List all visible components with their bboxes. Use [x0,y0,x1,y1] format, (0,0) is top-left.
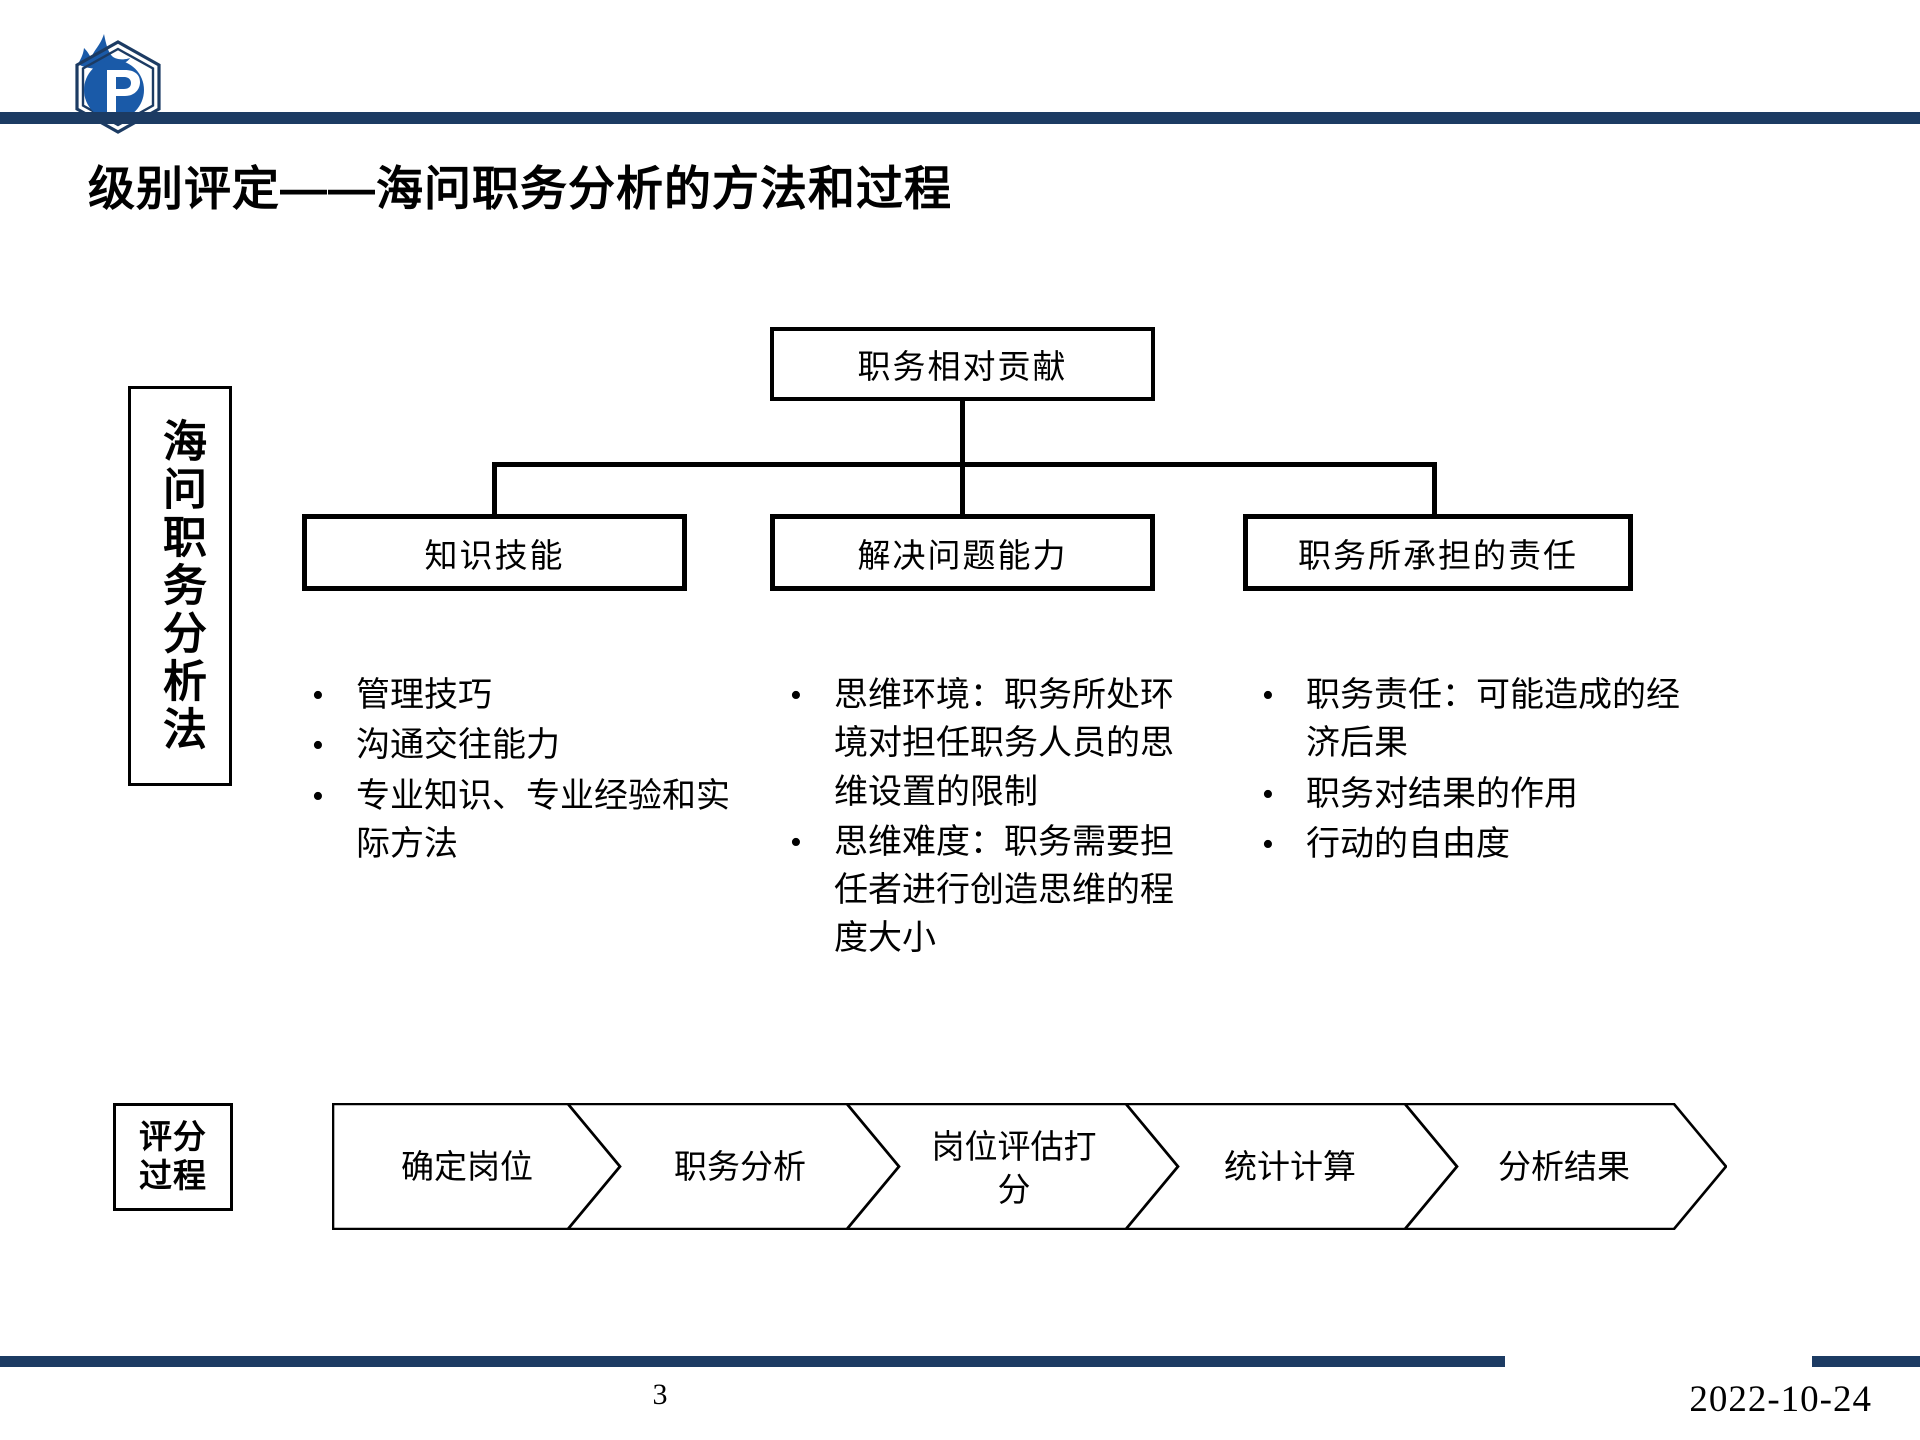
process-chevron-flow: 确定岗位 职务分析 岗位评估打 分 统计计算 分析结果 [332,1103,1727,1230]
footer-divider-rule-right [1812,1356,1920,1367]
bullet-column-knowledge: • 管理技巧 • 沟通交往能力 • 专业知识、专业经验和实际方法 [312,672,732,871]
tree-node-responsibility: 职务所承担的责任 [1243,514,1633,591]
bullet-dot-icon: • [790,677,802,714]
tree-node-problem-solving: 解决问题能力 [770,514,1155,591]
list-item: • 沟通交往能力 [312,722,732,770]
list-item: • 行动的自由度 [1262,821,1682,869]
connector-vertical-left [492,462,497,515]
chevron-step-3-label-line1: 岗位评估打 [932,1129,1097,1166]
connector-vertical-middle [960,462,965,515]
bullet-dot-icon: • [312,677,324,714]
footer-divider-rule-left [0,1356,1505,1367]
list-item: • 职务责任：可能造成的经济后果 [1262,672,1682,769]
bullet-dot-icon: • [312,777,324,815]
header-divider-rule [0,112,1920,124]
scoring-process-label-line2: 过程 [139,1157,207,1194]
footer-date: 2022-10-24 [1689,1379,1872,1420]
chevron-step-5-label: 分析结果 [1498,1149,1630,1186]
company-logo-icon [58,28,178,144]
list-item: • 职务对结果的作用 [1262,771,1682,819]
chevron-step-3-label-line2: 分 [998,1173,1031,1209]
list-item: • 思维环境：职务所处环境对担任职务人员的思维设置的限制 [790,672,1190,817]
method-side-label: 海问职务分析法 [128,386,232,786]
bullet-dot-icon: • [312,727,324,765]
list-item: • 专业知识、专业经验和实际方法 [312,773,732,870]
bullet-dot-icon: • [1262,775,1274,813]
bullet-dot-icon: • [1262,825,1274,863]
method-side-label-text: 海问职务分析法 [156,418,205,754]
bullet-dot-icon: • [1262,677,1274,714]
chevron-step-5 [1402,1103,1727,1230]
tree-node-knowledge-skills: 知识技能 [302,514,687,591]
chevron-step-4-label: 统计计算 [1224,1149,1356,1186]
connector-vertical-top [960,401,965,464]
list-item: • 管理技巧 [312,672,732,720]
scoring-process-label: 评分 过程 [113,1103,233,1211]
chevron-step-3 [844,1103,1180,1230]
list-item: • 思维难度：职务需要担任者进行创造思维的程度大小 [790,819,1190,964]
chevron-step-1-label: 确定岗位 [401,1149,533,1186]
bullet-column-responsibility: • 职务责任：可能造成的经济后果 • 职务对结果的作用 • 行动的自由度 [1262,672,1682,871]
page-title: 级别评定——海问职务分析的方法和过程 [88,162,952,215]
scoring-process-label-line1: 评分 [139,1118,207,1156]
bullet-dot-icon: • [790,823,802,861]
bullet-column-problem-solving: • 思维环境：职务所处环境对担任职务人员的思维设置的限制 • 思维难度：职务需要… [790,672,1190,966]
page-number: 3 [652,1378,668,1411]
tree-node-job-relative-contribution: 职务相对贡献 [770,327,1155,401]
chevron-step-2-label: 职务分析 [674,1149,806,1186]
connector-vertical-right [1432,462,1437,515]
